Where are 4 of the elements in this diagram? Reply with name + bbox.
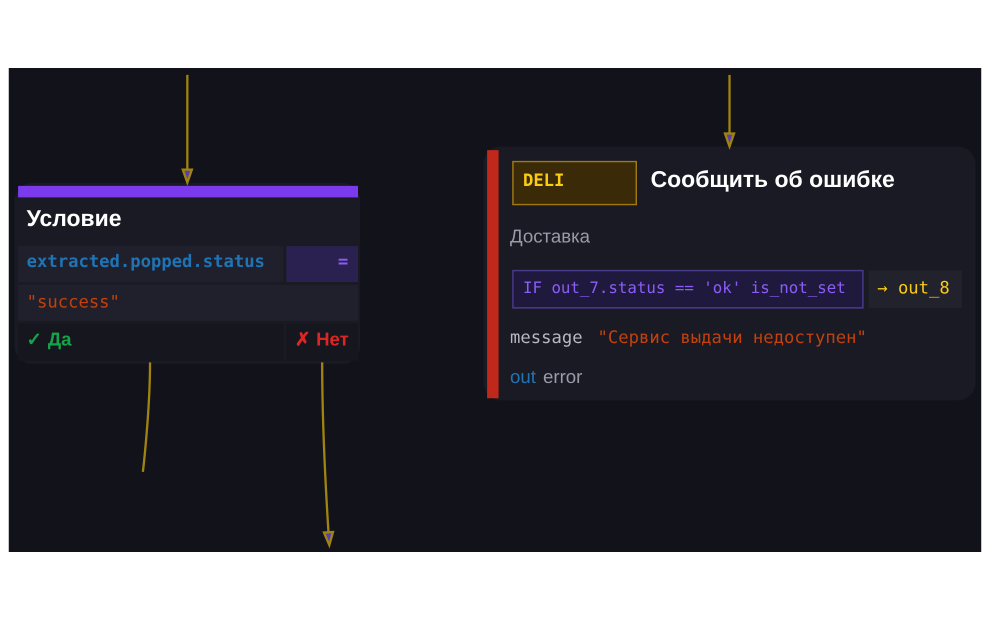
arrow	[181, 74, 194, 186]
arrow	[723, 74, 736, 150]
arrow	[321, 362, 335, 549]
connector	[142, 362, 152, 472]
